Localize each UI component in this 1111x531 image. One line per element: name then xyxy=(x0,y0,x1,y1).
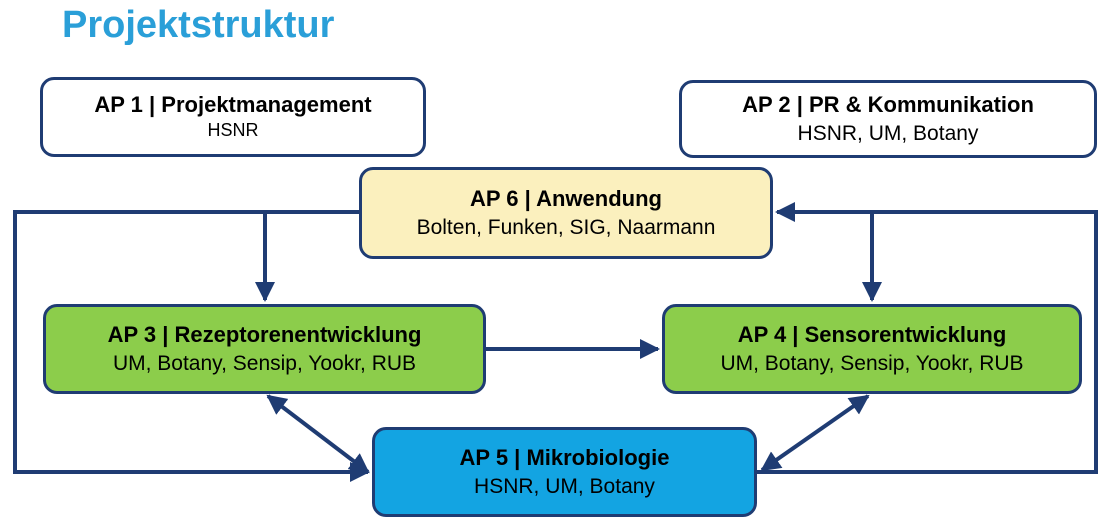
work-package-ap3: AP 3 | Rezeptorenentwicklung UM, Botany,… xyxy=(43,304,486,394)
ap3-heading: AP 3 | Rezeptorenentwicklung xyxy=(107,322,422,347)
page-title: Projektstruktur xyxy=(62,4,335,46)
ap2-heading: AP 2 | PR & Kommunikation xyxy=(742,92,1034,117)
ap1-members: HSNR xyxy=(207,120,259,140)
ap4-members: UM, Botany, Sensip, Yookr, RUB xyxy=(720,352,1024,375)
ap3-members: UM, Botany, Sensip, Yookr, RUB xyxy=(112,352,417,375)
work-package-ap4: AP 4 | Sensorentwicklung UM, Botany, Sen… xyxy=(662,304,1082,394)
work-package-ap2: AP 2 | PR & Kommunikation HSNR, UM, Bota… xyxy=(679,80,1097,158)
ap1-heading: AP 1 | Projektmanagement xyxy=(94,92,372,117)
ap2-members: HSNR, UM, Botany xyxy=(797,122,979,145)
work-package-ap5: AP 5 | Mikrobiologie HSNR, UM, Botany xyxy=(372,427,757,517)
arrow-ap4-ap5-bidirectional xyxy=(760,394,870,472)
ap6-heading: AP 6 | Anwendung xyxy=(470,186,662,211)
loop-ap6-to-ap5-left xyxy=(13,210,370,482)
work-package-ap6: AP 6 | Anwendung Bolten, Funken, SIG, Na… xyxy=(359,167,773,259)
work-package-ap1: AP 1 | Projektmanagement HSNR xyxy=(40,77,426,157)
loop-ap5-to-ap6-right xyxy=(757,202,1098,474)
arrow-ap3-ap5-bidirectional xyxy=(266,394,370,474)
ap6-members: Bolten, Funken, SIG, Naarmann xyxy=(416,216,716,239)
ap5-heading: AP 5 | Mikrobiologie xyxy=(459,445,670,470)
ap5-members: HSNR, UM, Botany xyxy=(474,475,655,498)
ap4-heading: AP 4 | Sensorentwicklung xyxy=(737,322,1007,347)
